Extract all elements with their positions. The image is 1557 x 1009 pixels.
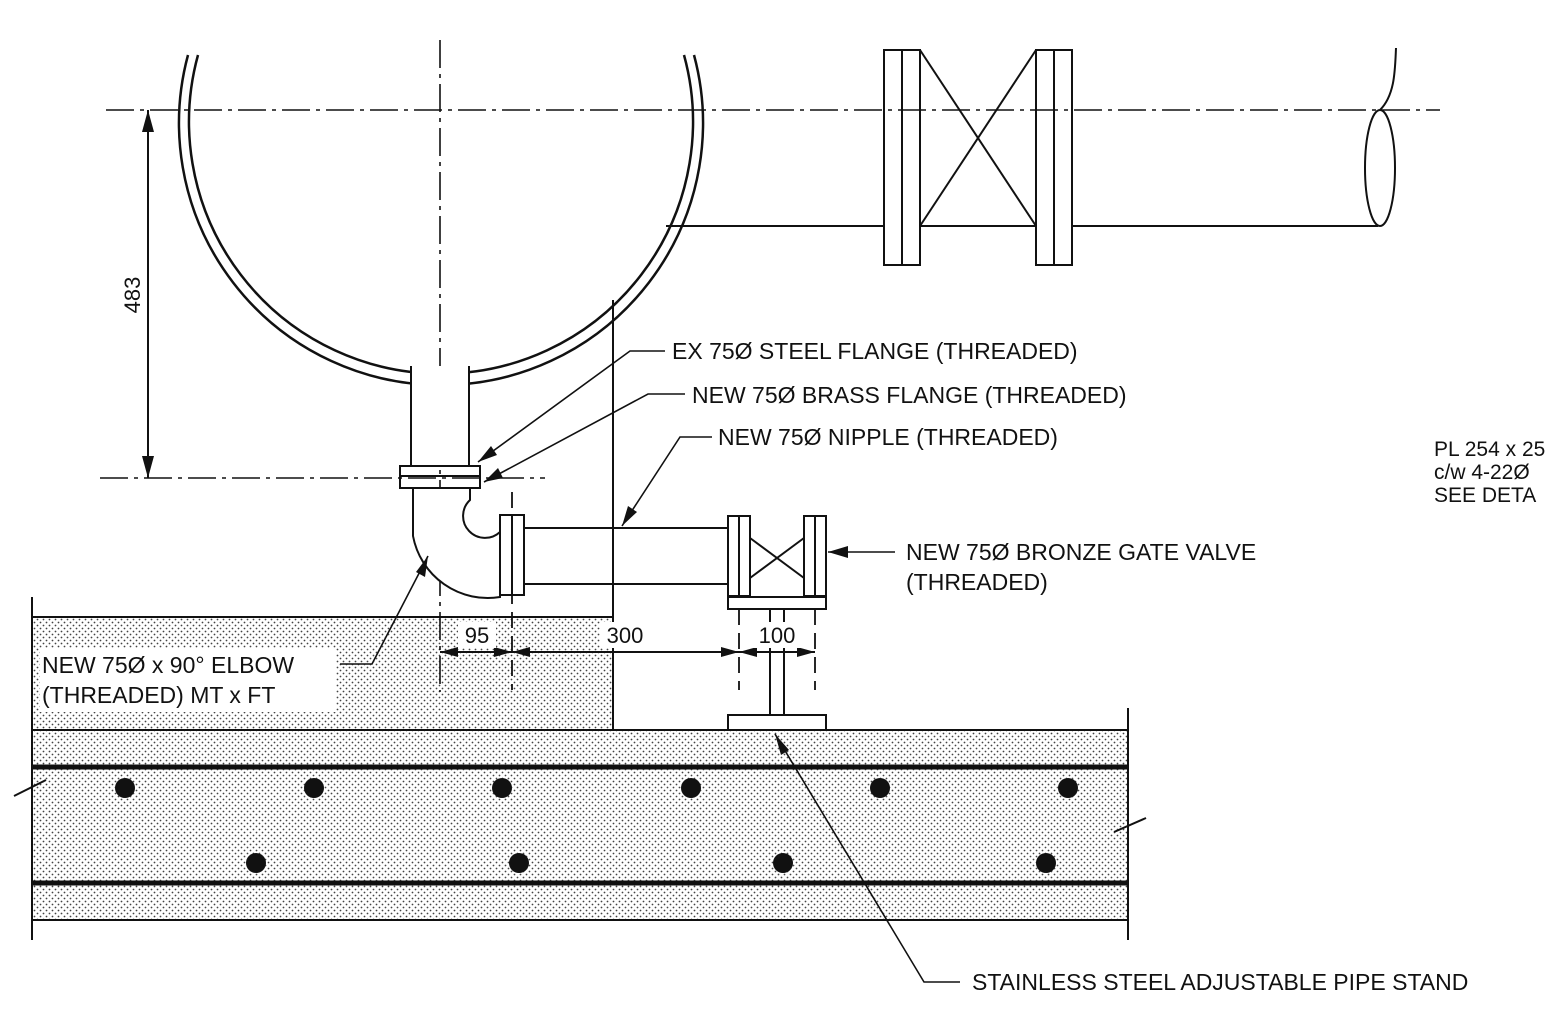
label-new-brass-flange: NEW 75Ø BRASS FLANGE (THREADED) — [692, 382, 1127, 408]
horizontal-dimensions: 95 300 100 — [440, 622, 815, 657]
concrete-slab — [13, 708, 1147, 940]
dimension-483: 483 — [120, 110, 154, 478]
label-new-nipple: NEW 75Ø NIPPLE (THREADED) — [718, 424, 1058, 450]
dimension-95-text: 95 — [465, 623, 489, 648]
rebar-dot — [492, 778, 512, 798]
rebar-dot — [1058, 778, 1078, 798]
rebar-dot — [870, 778, 890, 798]
centerlines — [100, 40, 1440, 692]
rebar-dot — [246, 853, 266, 873]
horizontal-pipe — [666, 47, 1397, 266]
label-gate-valve-threaded: (THREADED) — [906, 569, 1048, 595]
rebar-dot — [681, 778, 701, 798]
rebar — [115, 778, 1078, 873]
rebar-dot — [304, 778, 324, 798]
dimension-483-text: 483 — [120, 277, 145, 314]
elbow-fitting — [412, 487, 501, 599]
side-note: PL 254 x 25 c/w 4-22Ø SEE DETA — [1434, 438, 1545, 507]
callouts: EX 75Ø STEEL FLANGE (THREADED) NEW 75Ø B… — [40, 338, 1468, 995]
leaders — [340, 350, 960, 983]
dimension-300-text: 300 — [607, 623, 644, 648]
rebar-dot — [115, 778, 135, 798]
label-gate-valve: NEW 75Ø BRONZE GATE VALVE — [906, 539, 1256, 565]
side-note-line2: c/w 4-22Ø — [1434, 461, 1530, 484]
label-elbow: NEW 75Ø x 90° ELBOW — [42, 652, 294, 678]
label-ex-steel-flange: EX 75Ø STEEL FLANGE (THREADED) — [672, 338, 1078, 364]
tank-shell — [177, 54, 705, 387]
branch-assembly — [399, 366, 827, 610]
dimension-100-text: 100 — [759, 623, 796, 648]
label-pipe-stand: STAINLESS STEEL ADJUSTABLE PIPE STAND — [972, 969, 1468, 995]
rebar-dot — [1036, 853, 1056, 873]
nipple — [523, 527, 729, 585]
label-elbow-threaded: (THREADED) MT x FT — [42, 682, 275, 708]
side-note-line3: SEE DETA — [1434, 484, 1536, 507]
rebar-dot — [773, 853, 793, 873]
side-note-line1: PL 254 x 25 — [1434, 438, 1545, 461]
rebar-dot — [509, 853, 529, 873]
